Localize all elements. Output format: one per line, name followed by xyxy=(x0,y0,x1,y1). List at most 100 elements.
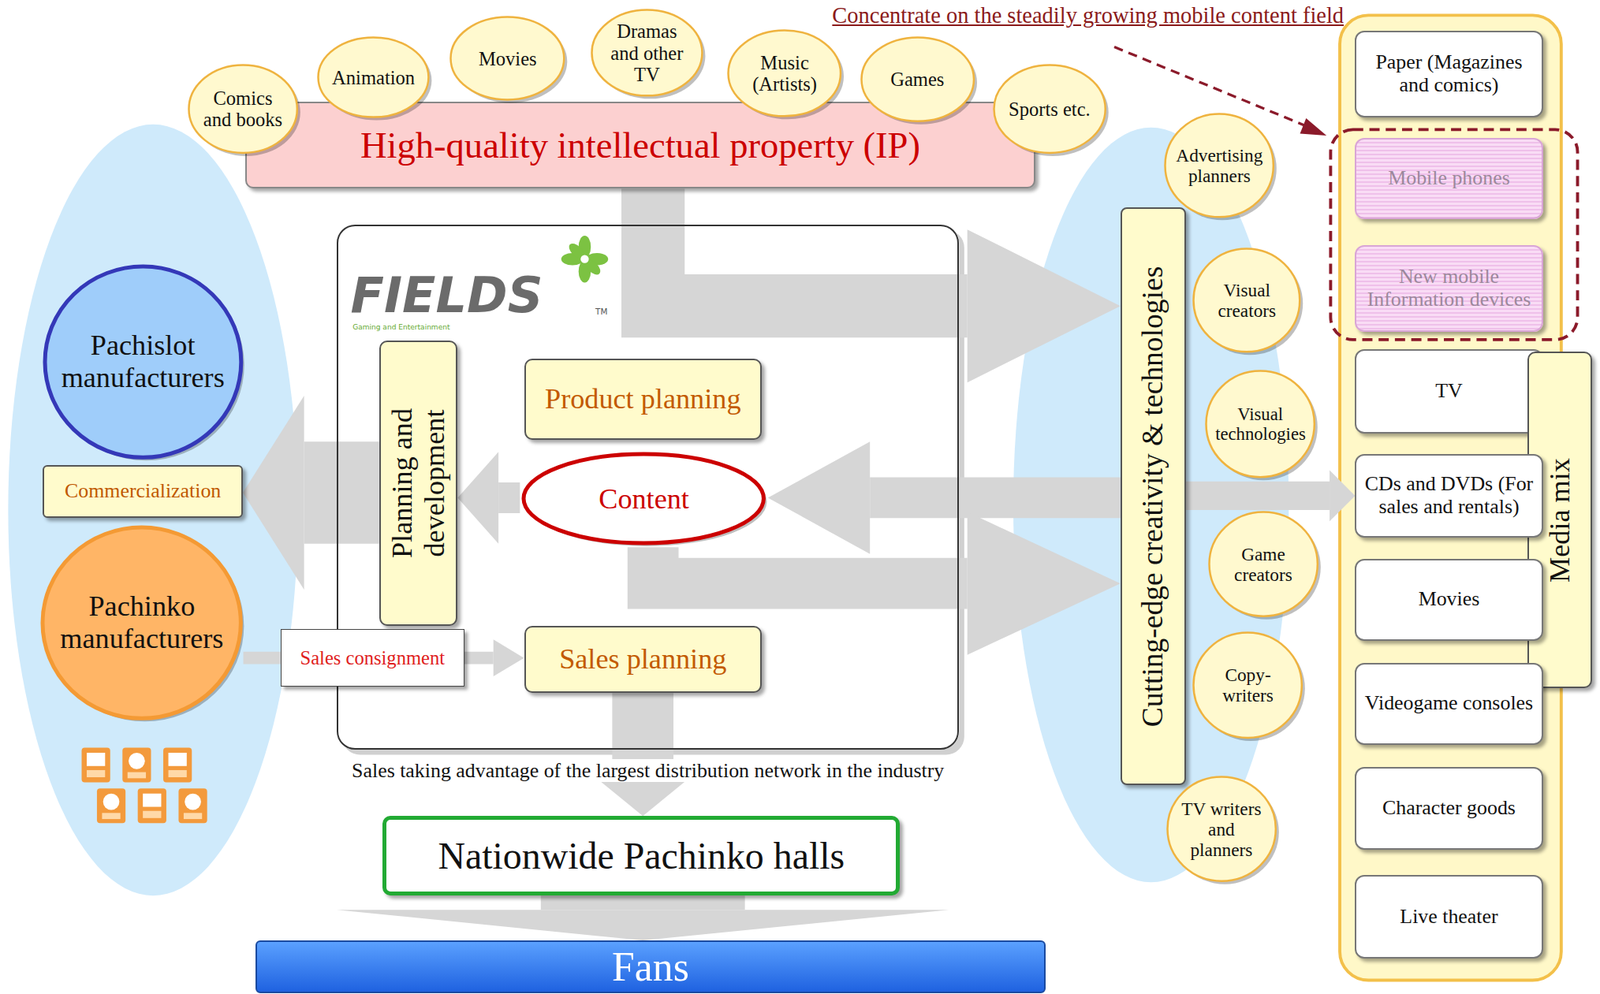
node-label: Live theater xyxy=(1362,906,1535,929)
arrow-shaft xyxy=(304,441,380,544)
content-ellipse: Content xyxy=(519,450,768,548)
ip-ellipse: Sports etc. xyxy=(992,63,1108,155)
arrowhead xyxy=(1329,470,1355,523)
node-label: Sales consignment xyxy=(287,647,458,670)
text-holder: Nationwide Pachinko halls xyxy=(386,820,896,892)
callout-arrowhead xyxy=(1300,118,1328,136)
manufacturer-circle: Pachinko manufacturers xyxy=(38,523,245,723)
text-holder: Visual creators xyxy=(1191,246,1302,355)
text-holder: CDs and DVDs (For sales and rentals) xyxy=(1356,455,1541,537)
text-holder: Live theater xyxy=(1356,876,1541,958)
mobile-highlight xyxy=(1330,129,1578,340)
node-label: Visual creators xyxy=(1202,279,1291,321)
arrow-shaft xyxy=(1186,481,1330,511)
mobile-box: New mobile Information devices xyxy=(1354,245,1543,332)
fans-band: Fans xyxy=(255,940,1047,994)
block-arrow xyxy=(652,188,1121,383)
creator-circle: Copy- writers xyxy=(1191,630,1304,740)
text-holder: Sports etc. xyxy=(992,63,1108,155)
arrow-shaft xyxy=(869,477,1121,519)
media-panel xyxy=(1339,14,1562,981)
node-label: Paper (Magazines and comics) xyxy=(1362,51,1535,97)
text-holder: Character goods xyxy=(1356,768,1541,849)
node-label: Music (Artists) xyxy=(738,52,832,96)
text-holder: Sales planning xyxy=(525,627,761,692)
process-box: Sales planning xyxy=(524,626,763,694)
arrowhead xyxy=(493,639,525,677)
text-holder: Music (Artists) xyxy=(726,28,843,119)
media-box: TV xyxy=(1354,349,1543,434)
ip-ellipse: Music (Artists) xyxy=(726,28,843,119)
block-arrow xyxy=(586,693,699,817)
note-text: Concentrate on the steadily growing mobi… xyxy=(828,3,1347,28)
node-label: TV writers and planners xyxy=(1176,798,1267,861)
arrow-shaft xyxy=(652,547,968,584)
consignment-box: Sales consignment xyxy=(280,629,465,687)
node-label: Character goods xyxy=(1362,797,1535,821)
node-label: Pachinko manufacturers xyxy=(59,590,224,655)
node-label: Sales planning xyxy=(532,643,755,676)
block-arrow xyxy=(464,639,525,677)
vertical-label: Planning and development xyxy=(386,348,451,619)
media-box: Live theater xyxy=(1354,875,1543,959)
caption-note: Sales taking advantage of the largest di… xyxy=(295,759,1000,784)
ip-ellipse: Comics and books xyxy=(186,63,299,155)
creator-circle: TV writers and planners xyxy=(1165,775,1278,884)
node-label: Copy- writers xyxy=(1203,664,1294,706)
arrowhead xyxy=(457,451,499,544)
text-holder: Games xyxy=(859,35,977,124)
block-arrow xyxy=(336,895,949,941)
node-label: Comics and books xyxy=(197,87,288,131)
halls-box: Nationwide Pachinko halls xyxy=(382,816,900,896)
text-holder: Sales consignment xyxy=(281,630,464,686)
vertical-box: Planning and development xyxy=(379,340,459,627)
node-label: Game creators xyxy=(1218,544,1309,586)
text-holder: Content xyxy=(519,450,768,548)
block-arrow xyxy=(243,657,281,659)
pachinko-machine-icons xyxy=(82,747,208,824)
node-label: Videogame consoles xyxy=(1362,692,1535,716)
mobile-box: Mobile phones xyxy=(1354,137,1543,221)
node-label: CDs and DVDs (For sales and rentals) xyxy=(1362,473,1535,519)
text-holder: Fans xyxy=(257,942,1045,993)
arrowhead xyxy=(768,441,870,554)
node-label: High-quality intellectual property (IP) xyxy=(253,124,1029,166)
text-holder: Commercialization xyxy=(44,466,242,517)
block-arrow xyxy=(242,395,380,590)
creator-circle: Game creators xyxy=(1207,510,1320,619)
text-holder: Advertising planners xyxy=(1163,111,1276,220)
text-holder: Mobile phones xyxy=(1356,139,1541,219)
note-text: Sales taking advantage of the largest di… xyxy=(348,759,948,783)
text-holder: Copy- writers xyxy=(1191,630,1304,740)
creator-circle: Visual technologies xyxy=(1204,369,1317,480)
node-label: Content xyxy=(544,483,744,516)
block-arrow xyxy=(768,441,1121,554)
arrowhead xyxy=(967,512,1121,656)
text-holder: Dramas and other TV xyxy=(589,7,705,98)
creator-circle: Advertising planners xyxy=(1163,111,1276,220)
text-holder: Visual technologies xyxy=(1204,369,1317,480)
arrow-shaft xyxy=(498,482,520,514)
text-holder: Product planning xyxy=(525,360,761,440)
callout-note: Concentrate on the steadily growing mobi… xyxy=(714,3,1347,30)
logo-text: TM xyxy=(595,307,608,316)
manufacturer-circle: Pachislot manufacturers xyxy=(41,262,246,462)
text-holder: TV xyxy=(1356,350,1541,433)
logo-text: Gaming and Entertainment xyxy=(352,324,450,332)
node-label: Fans xyxy=(263,944,1039,991)
text-holder: Comics and books xyxy=(186,63,299,155)
ip-ellipse: Games xyxy=(859,35,977,124)
text-holder: Game creators xyxy=(1207,510,1320,619)
ip-ellipse: Animation xyxy=(316,35,431,120)
media-box: Videogame consoles xyxy=(1354,663,1543,746)
node-label: Nationwide Pachinko halls xyxy=(392,835,890,878)
vertical-label: Cutting-edge creativity & technologies xyxy=(1136,215,1170,779)
text-holder: Paper (Magazines and comics) xyxy=(1356,32,1541,116)
creator-circle: Visual creators xyxy=(1191,246,1302,355)
text-holder: Pachinko manufacturers xyxy=(38,523,245,723)
node-label: Product planning xyxy=(532,383,755,416)
arrow-shaft xyxy=(243,652,281,665)
media-box: Paper (Magazines and comics) xyxy=(1354,30,1543,118)
node-label: Pachislot manufacturers xyxy=(61,329,225,394)
